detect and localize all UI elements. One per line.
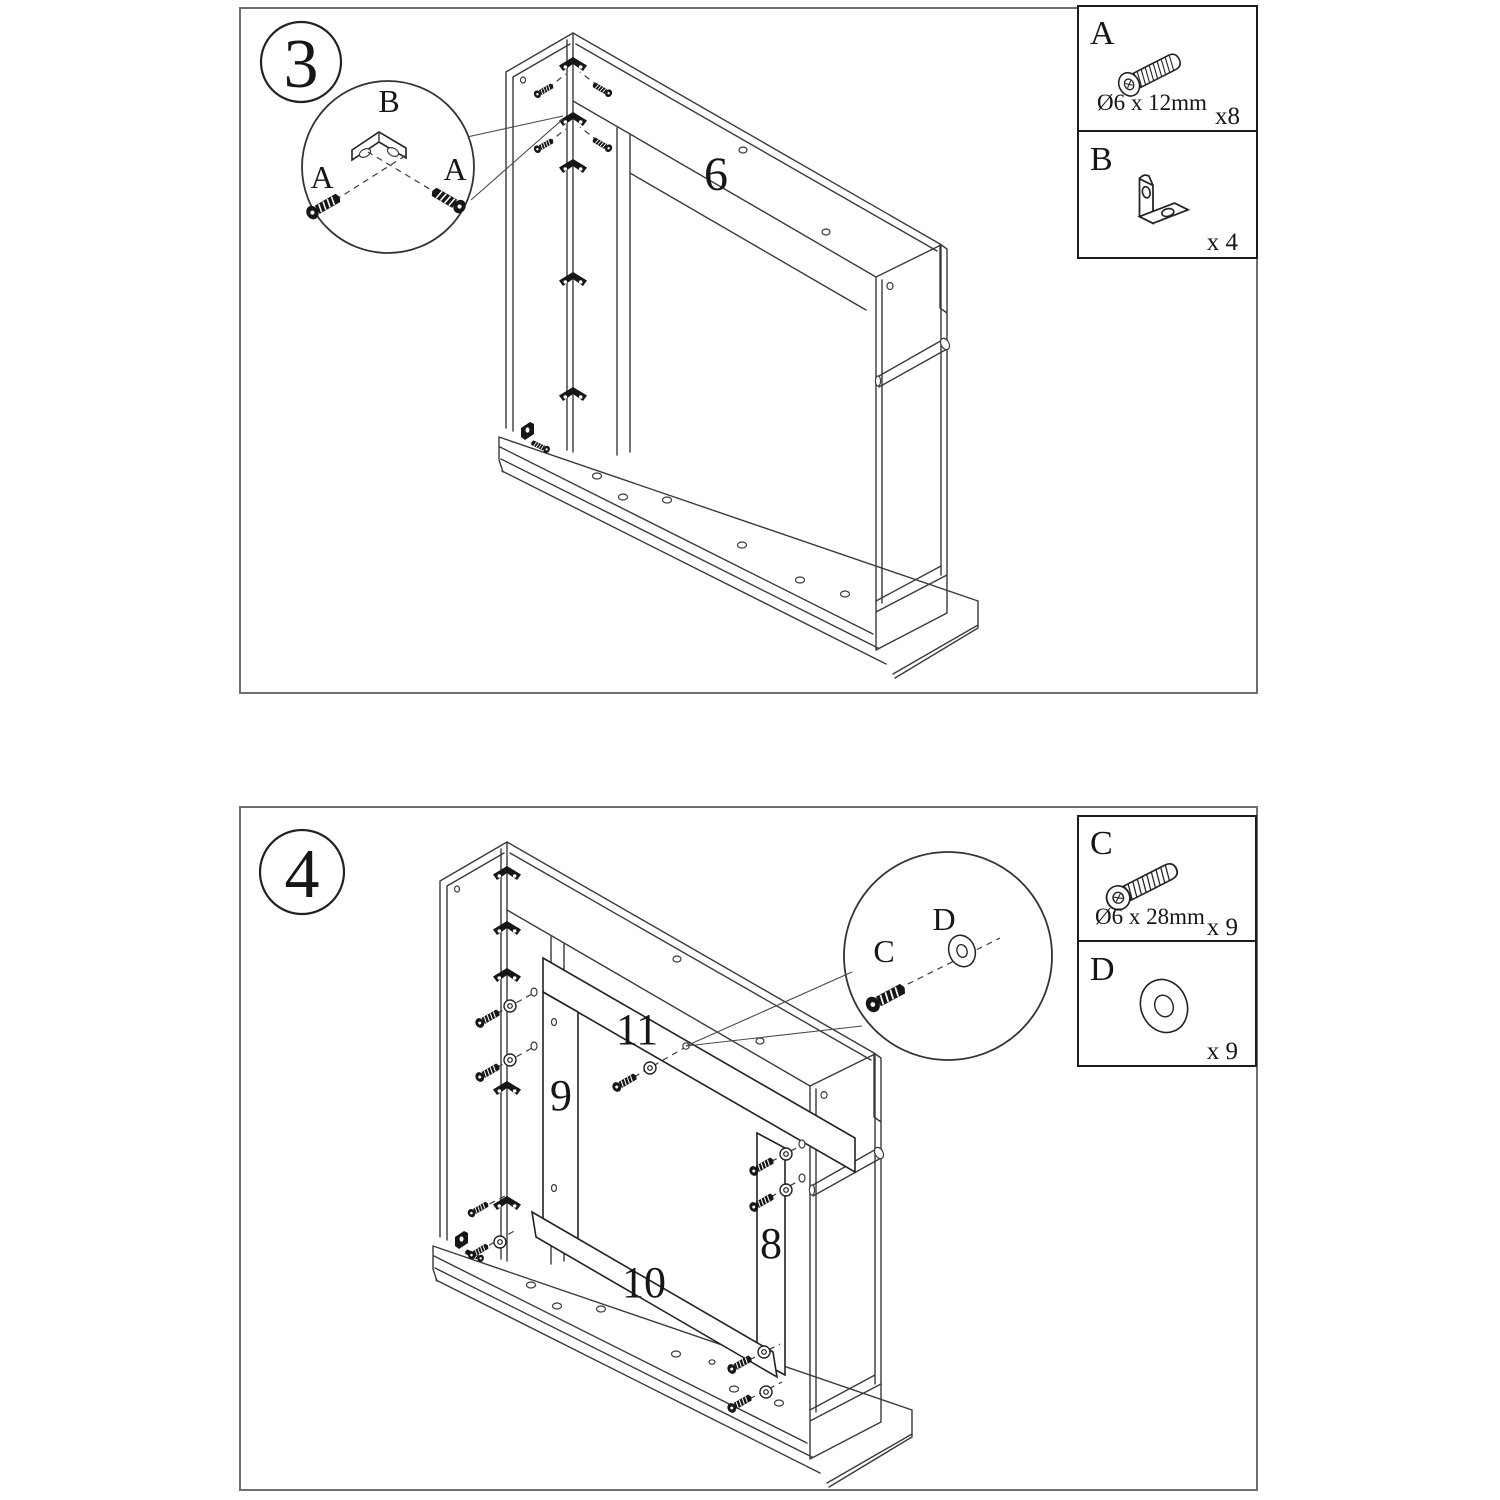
hardware-c-size: Ø6 x 28mm [1095, 904, 1205, 929]
hardware-d-qty: x 9 [1207, 1038, 1238, 1065]
step4-number: 4 [285, 836, 320, 913]
part-label-bottom-trim: 10 [622, 1258, 666, 1307]
hardware-a-qty: x8 [1215, 103, 1240, 130]
step3-detail-callout: B A A [301, 80, 475, 254]
step4-detail-callout: C D [685, 851, 1053, 1061]
detail-washer-label: D [932, 901, 955, 937]
hardware-box-c: C Ø6 x 28mm x 9 [1077, 815, 1257, 942]
trim-boards [530, 956, 856, 1379]
hardware-c-letter: C [1090, 825, 1113, 862]
detail-bracket-label: B [378, 83, 399, 119]
step3-drawing: 3 B A A 6 [259, 20, 978, 678]
hardware-b-qty: x 4 [1207, 229, 1239, 256]
hardware-box-b: B x 4 [1077, 130, 1258, 259]
corner-bracket-icon [351, 131, 407, 162]
washer-icon [1139, 978, 1189, 1034]
hardware-b-letter: B [1090, 141, 1113, 178]
detail-screw-label-left: A [310, 159, 333, 195]
hardware-c-qty: x 9 [1207, 914, 1238, 941]
hardware-d-letter: D [1090, 951, 1115, 988]
part-label-back-panel: 6 [704, 148, 728, 201]
detail-screw-label-right: A [443, 151, 466, 187]
step4-drawing: 11 9 8 10 C D 4 [258, 828, 1053, 1487]
step3-number: 3 [284, 26, 319, 103]
hardware-a-size: Ø6 x 12mm [1097, 90, 1207, 115]
corner-bracket-icon [1137, 174, 1191, 225]
hardware-box-a: A Ø6 x 12mm x8 [1077, 5, 1258, 132]
part-label-right-trim: 8 [760, 1219, 782, 1268]
part-label-left-trim: 9 [550, 1071, 572, 1120]
part-label-top-trim: 11 [616, 1005, 658, 1054]
hardware-box-d: D x 9 [1077, 940, 1257, 1067]
step4-number-circle [258, 828, 346, 916]
detail-screw-label: C [873, 933, 894, 969]
hardware-a-letter: A [1090, 15, 1115, 52]
washer-icon [947, 934, 977, 968]
step3-number-circle [259, 20, 343, 104]
